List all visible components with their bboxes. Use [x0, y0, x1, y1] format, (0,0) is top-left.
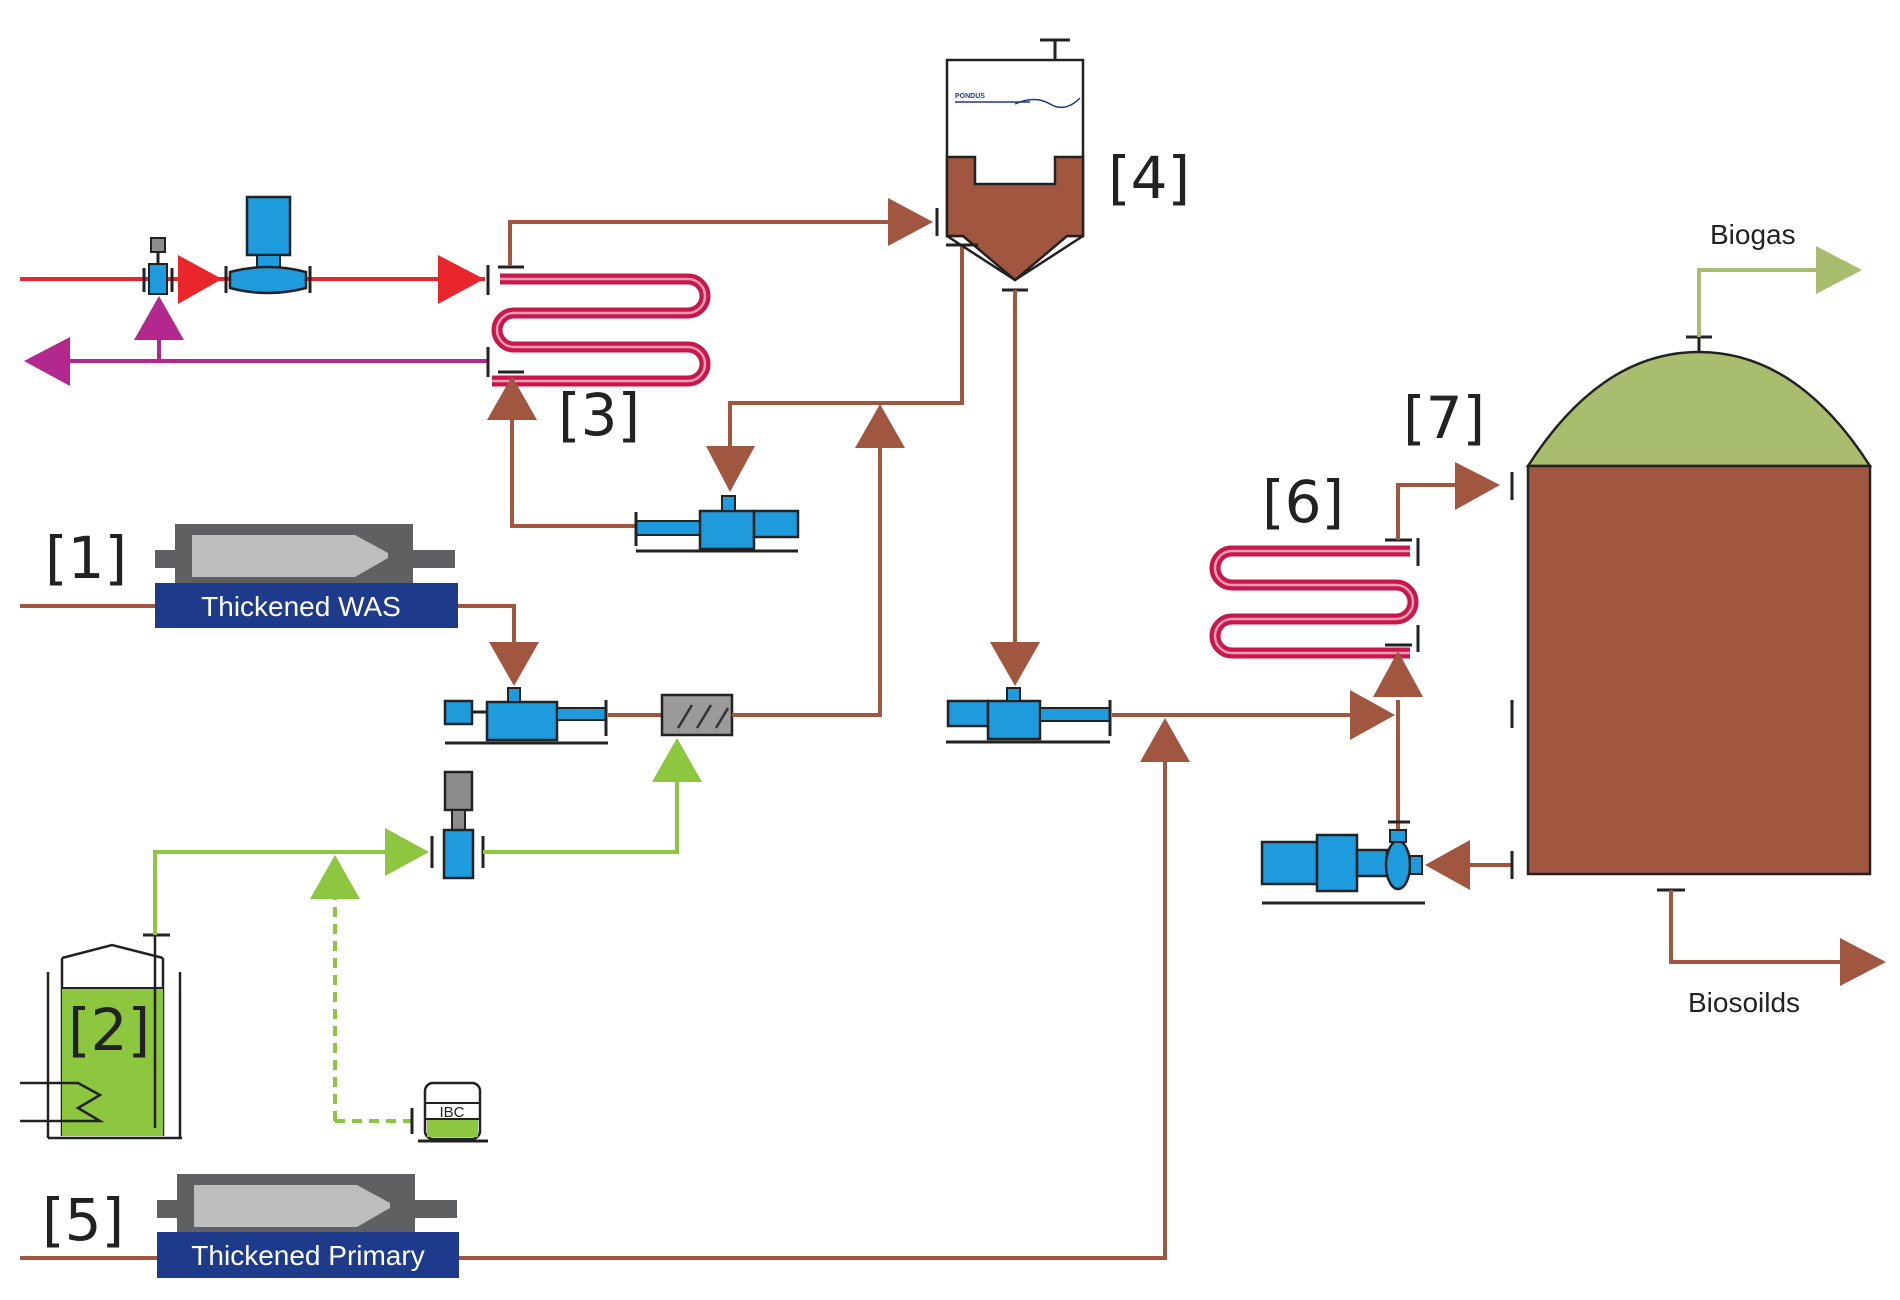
flow-arrow-icon	[178, 255, 222, 304]
hot-water-pump-icon[interactable]	[224, 195, 312, 295]
feed-pump-icon[interactable]	[443, 687, 608, 745]
unit-5-label: [5]	[42, 1186, 124, 1254]
thickened-primary-label-box	[157, 1232, 459, 1278]
flow-arrow-icon	[487, 376, 537, 420]
flow-arrow-icon	[652, 738, 702, 782]
was-thickener-1[interactable]: Thickened WAS	[155, 524, 458, 628]
anaerobic-digester-7[interactable]	[1510, 335, 1873, 892]
flow-arrow-icon	[888, 198, 933, 246]
flow-arrow-icon	[1373, 651, 1423, 697]
unit-2-label: [2]	[68, 996, 150, 1064]
flow-arrow-icon	[990, 642, 1040, 686]
flow-arrow-icon	[1350, 690, 1395, 740]
ibc-container-icon[interactable]: IBC	[410, 1081, 488, 1143]
polymer-dosing-pump-icon[interactable]	[430, 770, 485, 880]
thickened-was-label-box	[155, 583, 458, 628]
biosolids-label: Biosoilds	[1688, 987, 1800, 1018]
hydrolysis-reactor-4[interactable]: PONDUS	[935, 38, 1085, 292]
thickened-primary-label: Thickened Primary	[191, 1240, 424, 1271]
heat-exchanger-6-icon[interactable]	[1209, 538, 1420, 659]
unit-1-label: [1]	[45, 524, 127, 592]
primary-thickener-5[interactable]: Thickened Primary	[157, 1174, 459, 1278]
polymer-heater-icon	[20, 1081, 105, 1123]
flow-arrow-icon	[1425, 840, 1470, 890]
flow-arrow-icon	[706, 446, 755, 492]
recirculation-pump-icon[interactable]	[634, 495, 800, 553]
heat-exchanger-3-icon[interactable]	[486, 265, 711, 387]
reactor-outlet-line	[990, 290, 1040, 686]
biogas-label: Biogas	[1710, 219, 1796, 250]
unit-3-label: [3]	[558, 381, 640, 449]
flow-arrow-icon	[1840, 938, 1886, 986]
flow-arrow-icon	[24, 337, 70, 386]
static-mixer-icon[interactable]	[660, 693, 734, 737]
control-valve-icon[interactable]	[142, 237, 174, 295]
wave-logo-icon	[1014, 97, 1081, 109]
flow-arrow-icon	[489, 642, 539, 686]
flow-arrow-icon	[1816, 246, 1862, 294]
unit-4-label: [4]	[1108, 144, 1190, 212]
flow-arrow-icon	[310, 855, 360, 899]
flow-arrow-icon	[438, 255, 484, 304]
digester-recirculation-pump-icon[interactable]	[1260, 820, 1425, 905]
ibc-tag: IBC	[439, 1104, 464, 1121]
hot-water-loop	[20, 195, 711, 387]
reactor-recirculation	[487, 198, 964, 553]
unit-7-label: [7]	[1403, 384, 1485, 452]
flow-arrow-icon	[134, 296, 184, 340]
transfer-pump-icon[interactable]	[946, 687, 1112, 744]
thickened-was-label: Thickened WAS	[201, 591, 401, 622]
flow-arrow-icon	[1140, 718, 1190, 762]
flow-arrow-icon	[855, 404, 905, 448]
reactor-logo: PONDUS	[955, 93, 985, 100]
polymer-tank-2[interactable]	[20, 933, 182, 1140]
unit-6-label: [6]	[1262, 468, 1344, 536]
flow-arrow-icon	[385, 828, 429, 876]
flow-arrow-icon	[1455, 462, 1500, 510]
